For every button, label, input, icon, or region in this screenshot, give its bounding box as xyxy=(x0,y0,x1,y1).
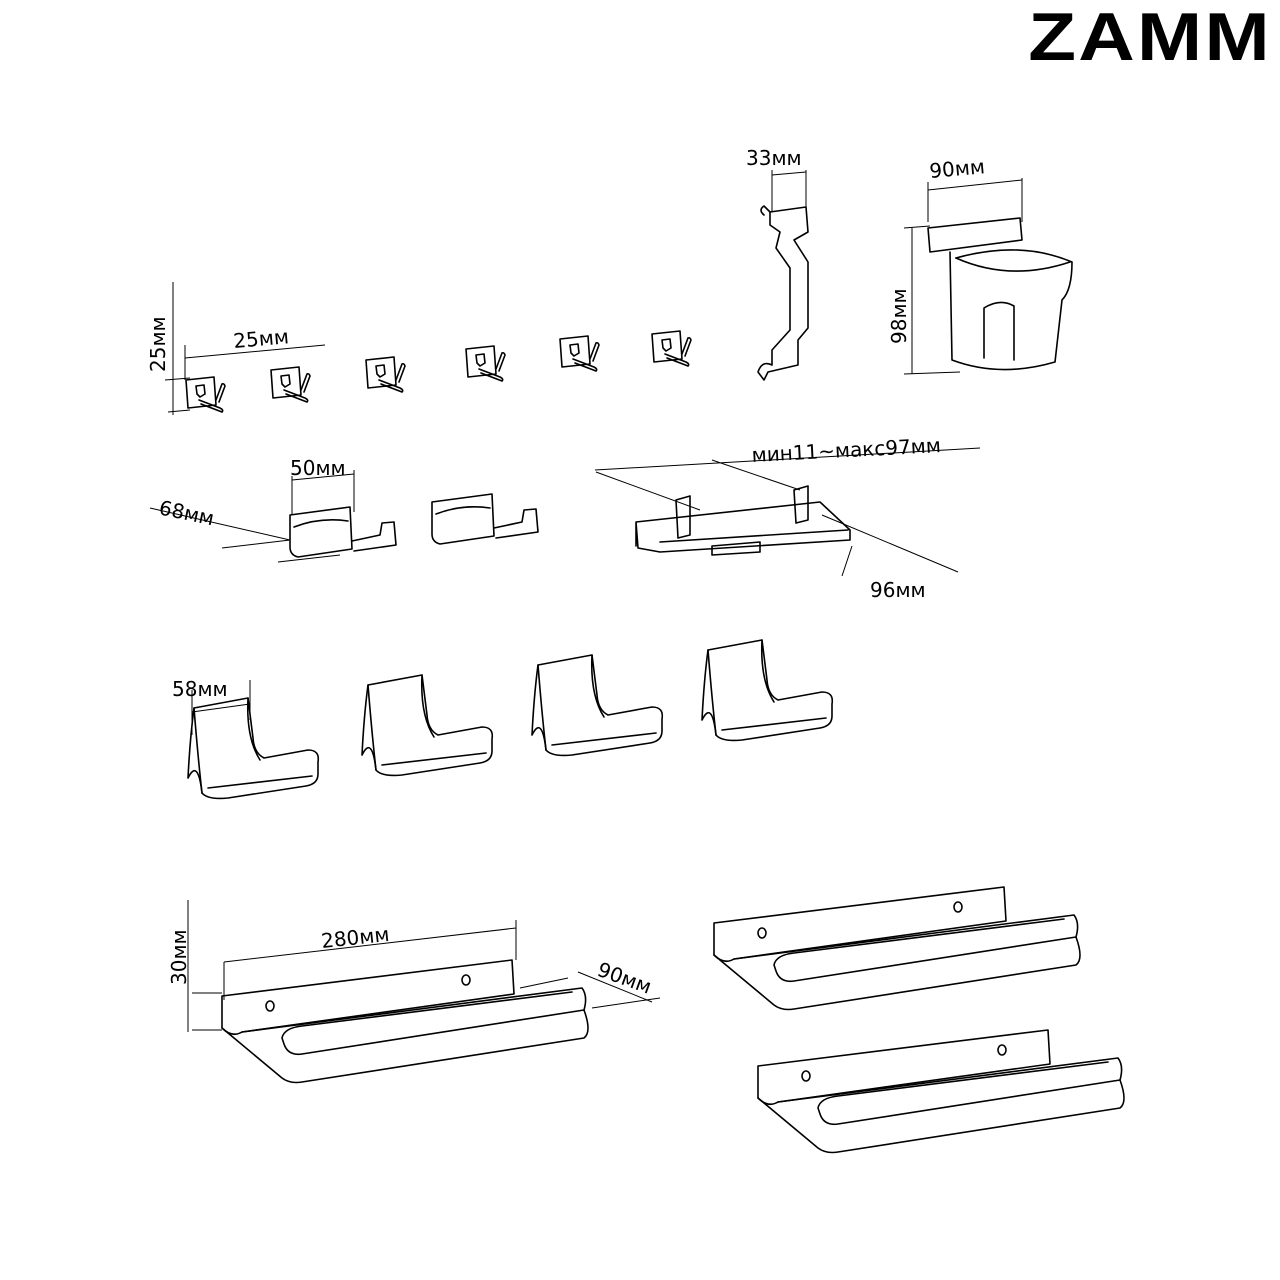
hook-3 xyxy=(365,356,406,393)
shelf-length-label: 280мм xyxy=(320,922,390,953)
cup-height-label: 98мм xyxy=(887,288,911,344)
holder-width-label: 50мм xyxy=(290,456,346,480)
brand-logo: ZAMM xyxy=(1028,0,1272,75)
holder-depth-label: 68мм xyxy=(157,495,216,530)
holder-2 xyxy=(431,493,539,545)
rest-4 xyxy=(701,639,834,742)
shelf-depth-label: 90мм xyxy=(594,957,654,999)
holder-dimension-lines xyxy=(149,470,355,563)
hook-6 xyxy=(651,330,692,367)
shelf-1 xyxy=(221,959,589,1084)
hook-2 xyxy=(270,366,311,403)
bracket-width-label: 33мм xyxy=(746,146,802,170)
rest-width-label: 58мм xyxy=(172,677,228,701)
shelf-3 xyxy=(757,1029,1125,1154)
cup-width-label: 90мм xyxy=(928,154,986,183)
clamp-range-label: мин11~макс97мм xyxy=(751,433,941,467)
rest-1 xyxy=(187,697,320,800)
long-bracket xyxy=(757,170,809,381)
shelf-2 xyxy=(713,886,1081,1011)
shelf-dimension-lines xyxy=(187,900,661,1032)
rest-2 xyxy=(361,674,494,777)
clamp-tray xyxy=(594,447,981,577)
hook-height-label: 25мм xyxy=(146,316,170,372)
hook-5 xyxy=(559,335,600,372)
cup-holder xyxy=(903,178,1073,375)
shelf-height-label: 30мм xyxy=(167,929,191,985)
clamp-depth-label: 96мм xyxy=(870,578,926,602)
hook-1 xyxy=(185,376,226,413)
hook-width-label: 25мм xyxy=(232,324,290,353)
hook-dimension-lines xyxy=(164,282,326,415)
holder-1 xyxy=(289,506,397,558)
rest-3 xyxy=(531,654,664,757)
hook-4 xyxy=(465,345,506,382)
